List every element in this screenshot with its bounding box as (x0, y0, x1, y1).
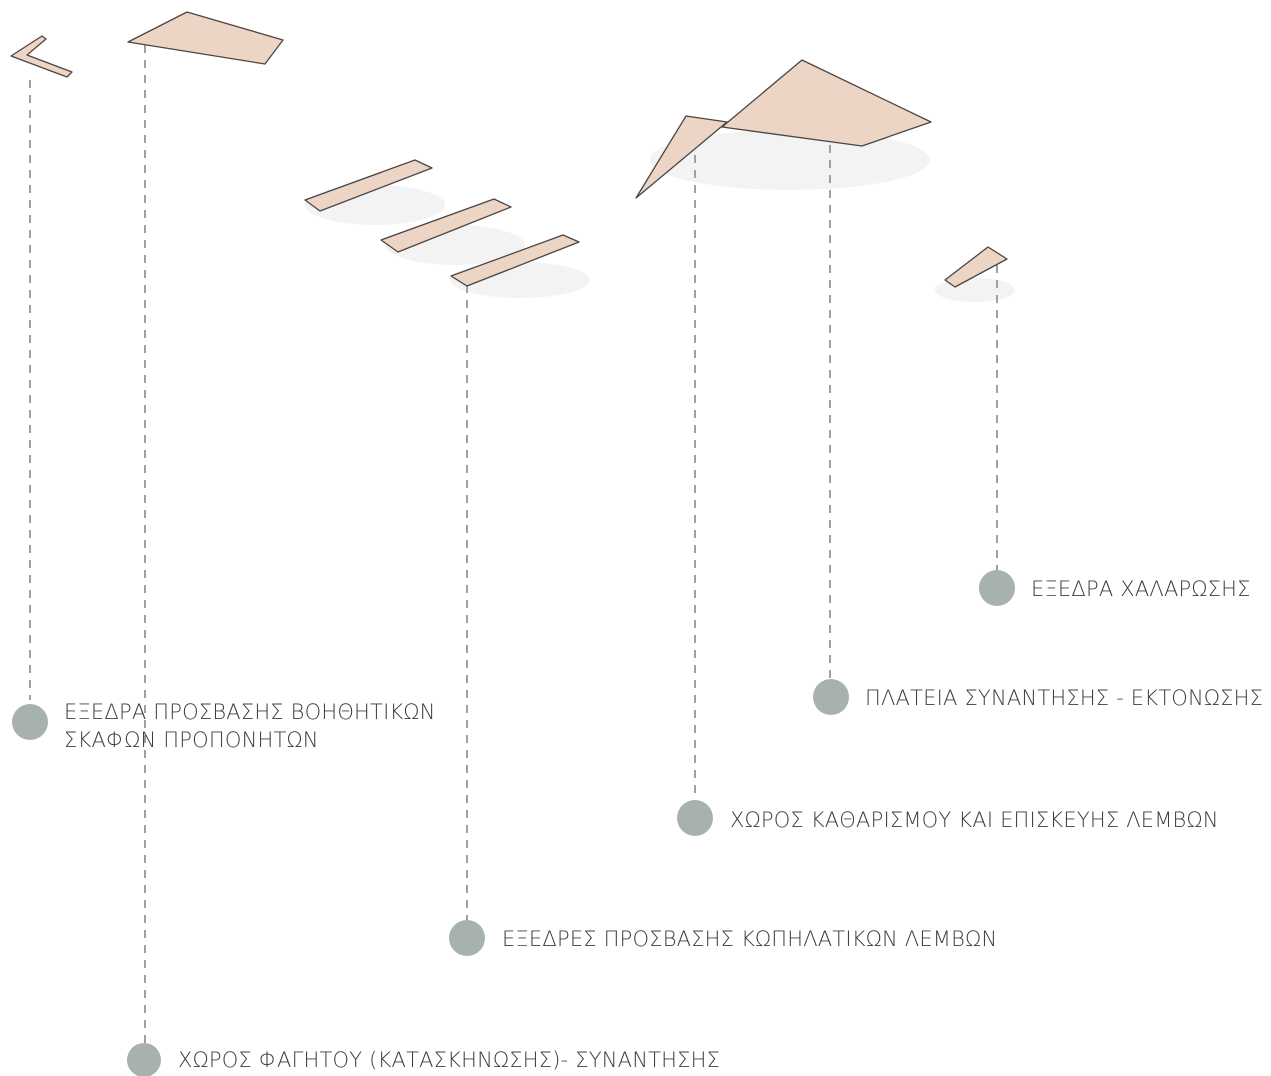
label-choros-katharismou: ΧΩΡΟΣ ΚΑΘΑΡΙΣΜΟΥ ΚΑΙ ΕΠΙΣΚΕΥΗΣ ΛΕΜΒΩΝ (730, 808, 1219, 832)
label-choros-fagitou: ΧΩΡΟΣ ΦΑΓΗΤΟΥ (ΚΑΤΑΣΚΗΝΩΣΗΣ)- ΣΥΝΑΝΤΗΣΗΣ (178, 1048, 720, 1072)
slab-choros-fagitou (127, 11, 284, 65)
marker-plateia-synantisis (813, 679, 849, 715)
slab-shadows (305, 130, 1015, 302)
slabs (10, 11, 1008, 288)
label-exedra-voithitikon-line1: ΕΞΕΔΡΑ ΠΡΟΣΒΑΣΗΣ ΒΟΗΘΗΤΙΚΩΝ (64, 700, 436, 724)
slab-exedra-voithitikon (10, 35, 73, 78)
marker-choros-katharismou (677, 800, 713, 836)
marker-choros-fagitou (127, 1043, 161, 1076)
slab-exedra-kopilatikon-1 (304, 159, 433, 212)
slab-exedra-chalarosis (944, 246, 1008, 288)
label-plateia-synantisis: ΠΛΑΤΕΙΑ ΣΥΝΑΝΤΗΣΗΣ - ΕΚΤΟΝΩΣΗΣ (865, 686, 1263, 710)
slab-plateia-synantisis (721, 59, 932, 147)
marker-exedra-chalarosis (979, 570, 1015, 606)
label-exedres-kopilatikon: ΕΞΕΔΡΕΣ ΠΡΟΣΒΑΣΗΣ ΚΩΠΗΛΑΤΙΚΩΝ ΛΕΜΒΩΝ (502, 927, 997, 951)
label-exedra-chalarosis: ΕΞΕΔΡΑ ΧΑΛΑΡΩΣΗΣ (1031, 577, 1251, 601)
markers (12, 570, 1015, 1076)
slab-exedra-kopilatikon-2 (380, 198, 512, 253)
label-exedra-voithitikon-line2: ΣΚΑΦΩΝ ΠΡΟΠΟΝΗΤΩΝ (64, 728, 319, 752)
labels: ΕΞΕΔΡΑ ΠΡΟΣΒΑΣΗΣ ΒΟΗΘΗΤΙΚΩΝ ΣΚΑΦΩΝ ΠΡΟΠΟ… (64, 577, 1263, 1072)
leader-lines (29, 45, 998, 1045)
marker-exedra-voithitikon (12, 704, 48, 740)
marker-exedres-kopilatikon (449, 920, 485, 956)
slab-exedra-kopilatikon-3 (450, 234, 580, 287)
slab-choros-katharismou (635, 115, 728, 199)
